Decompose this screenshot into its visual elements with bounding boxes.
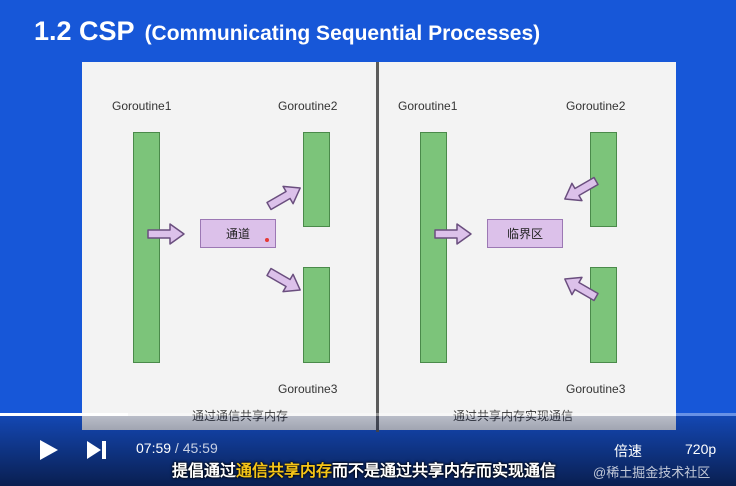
watermark: @稀土掘金技术社区 [593, 465, 711, 480]
right-arrow-to-critical-section [434, 223, 472, 245]
quality-button[interactable]: 720p [685, 441, 717, 457]
right-goroutine2-label: Goroutine2 [566, 99, 626, 113]
right-arrow-from-goroutine3 [559, 269, 602, 307]
progress-bar[interactable] [0, 413, 736, 416]
current-time: 07:59 [136, 440, 172, 456]
time-display: 07:59 / 45:59 [136, 440, 218, 456]
critical-section-box-label: 临界区 [506, 227, 543, 241]
left-arrow-to-channel [147, 223, 185, 245]
progress-bar-fill [0, 413, 129, 416]
left-goroutine1-bar [133, 132, 160, 363]
player-controls [0, 416, 736, 486]
left-goroutine2-bar [303, 132, 330, 227]
speed-button[interactable]: 倍速 [614, 443, 642, 459]
cursor-dot [265, 238, 269, 242]
left-arrow-to-goroutine2 [263, 178, 306, 216]
subtitle-pre: 提倡通过 [172, 463, 237, 480]
left-arrow-to-goroutine3 [263, 262, 306, 300]
slide-title: 1.2 CSP (Communicating Sequential Process… [34, 16, 540, 47]
left-goroutine3-bar [303, 267, 330, 363]
total-time: 45:59 [182, 440, 218, 456]
slide-title-main: 1.2 CSP [34, 16, 135, 46]
channel-box-label: 通道 [225, 227, 250, 241]
right-arrow-from-goroutine2 [559, 171, 602, 209]
left-goroutine2-label: Goroutine2 [278, 99, 338, 113]
right-goroutine1-bar [420, 132, 447, 363]
video-subtitle: 提倡通过通信共享内存而不是通过共享内存而实现通信 [172, 457, 556, 481]
next-icon[interactable] [86, 440, 108, 460]
diagram-panel [82, 62, 676, 430]
channel-box: 通道 [200, 219, 276, 248]
right-goroutine3-bar [590, 267, 617, 363]
slide-title-subtitle: (Communicating Sequential Processes) [144, 22, 541, 45]
subtitle-highlight: 通信共享内存 [236, 463, 333, 480]
left-goroutine1-label: Goroutine1 [112, 99, 172, 113]
time-separator: / [171, 440, 183, 456]
left-goroutine3-label: Goroutine3 [278, 382, 338, 396]
play-icon[interactable] [38, 439, 60, 461]
panel-divider [376, 62, 379, 432]
subtitle-post: 而不是通过共享内存而实现通信 [332, 463, 557, 480]
right-goroutine3-label: Goroutine3 [566, 382, 626, 396]
critical-section-box: 临界区 [487, 219, 563, 248]
right-goroutine1-label: Goroutine1 [398, 99, 458, 113]
